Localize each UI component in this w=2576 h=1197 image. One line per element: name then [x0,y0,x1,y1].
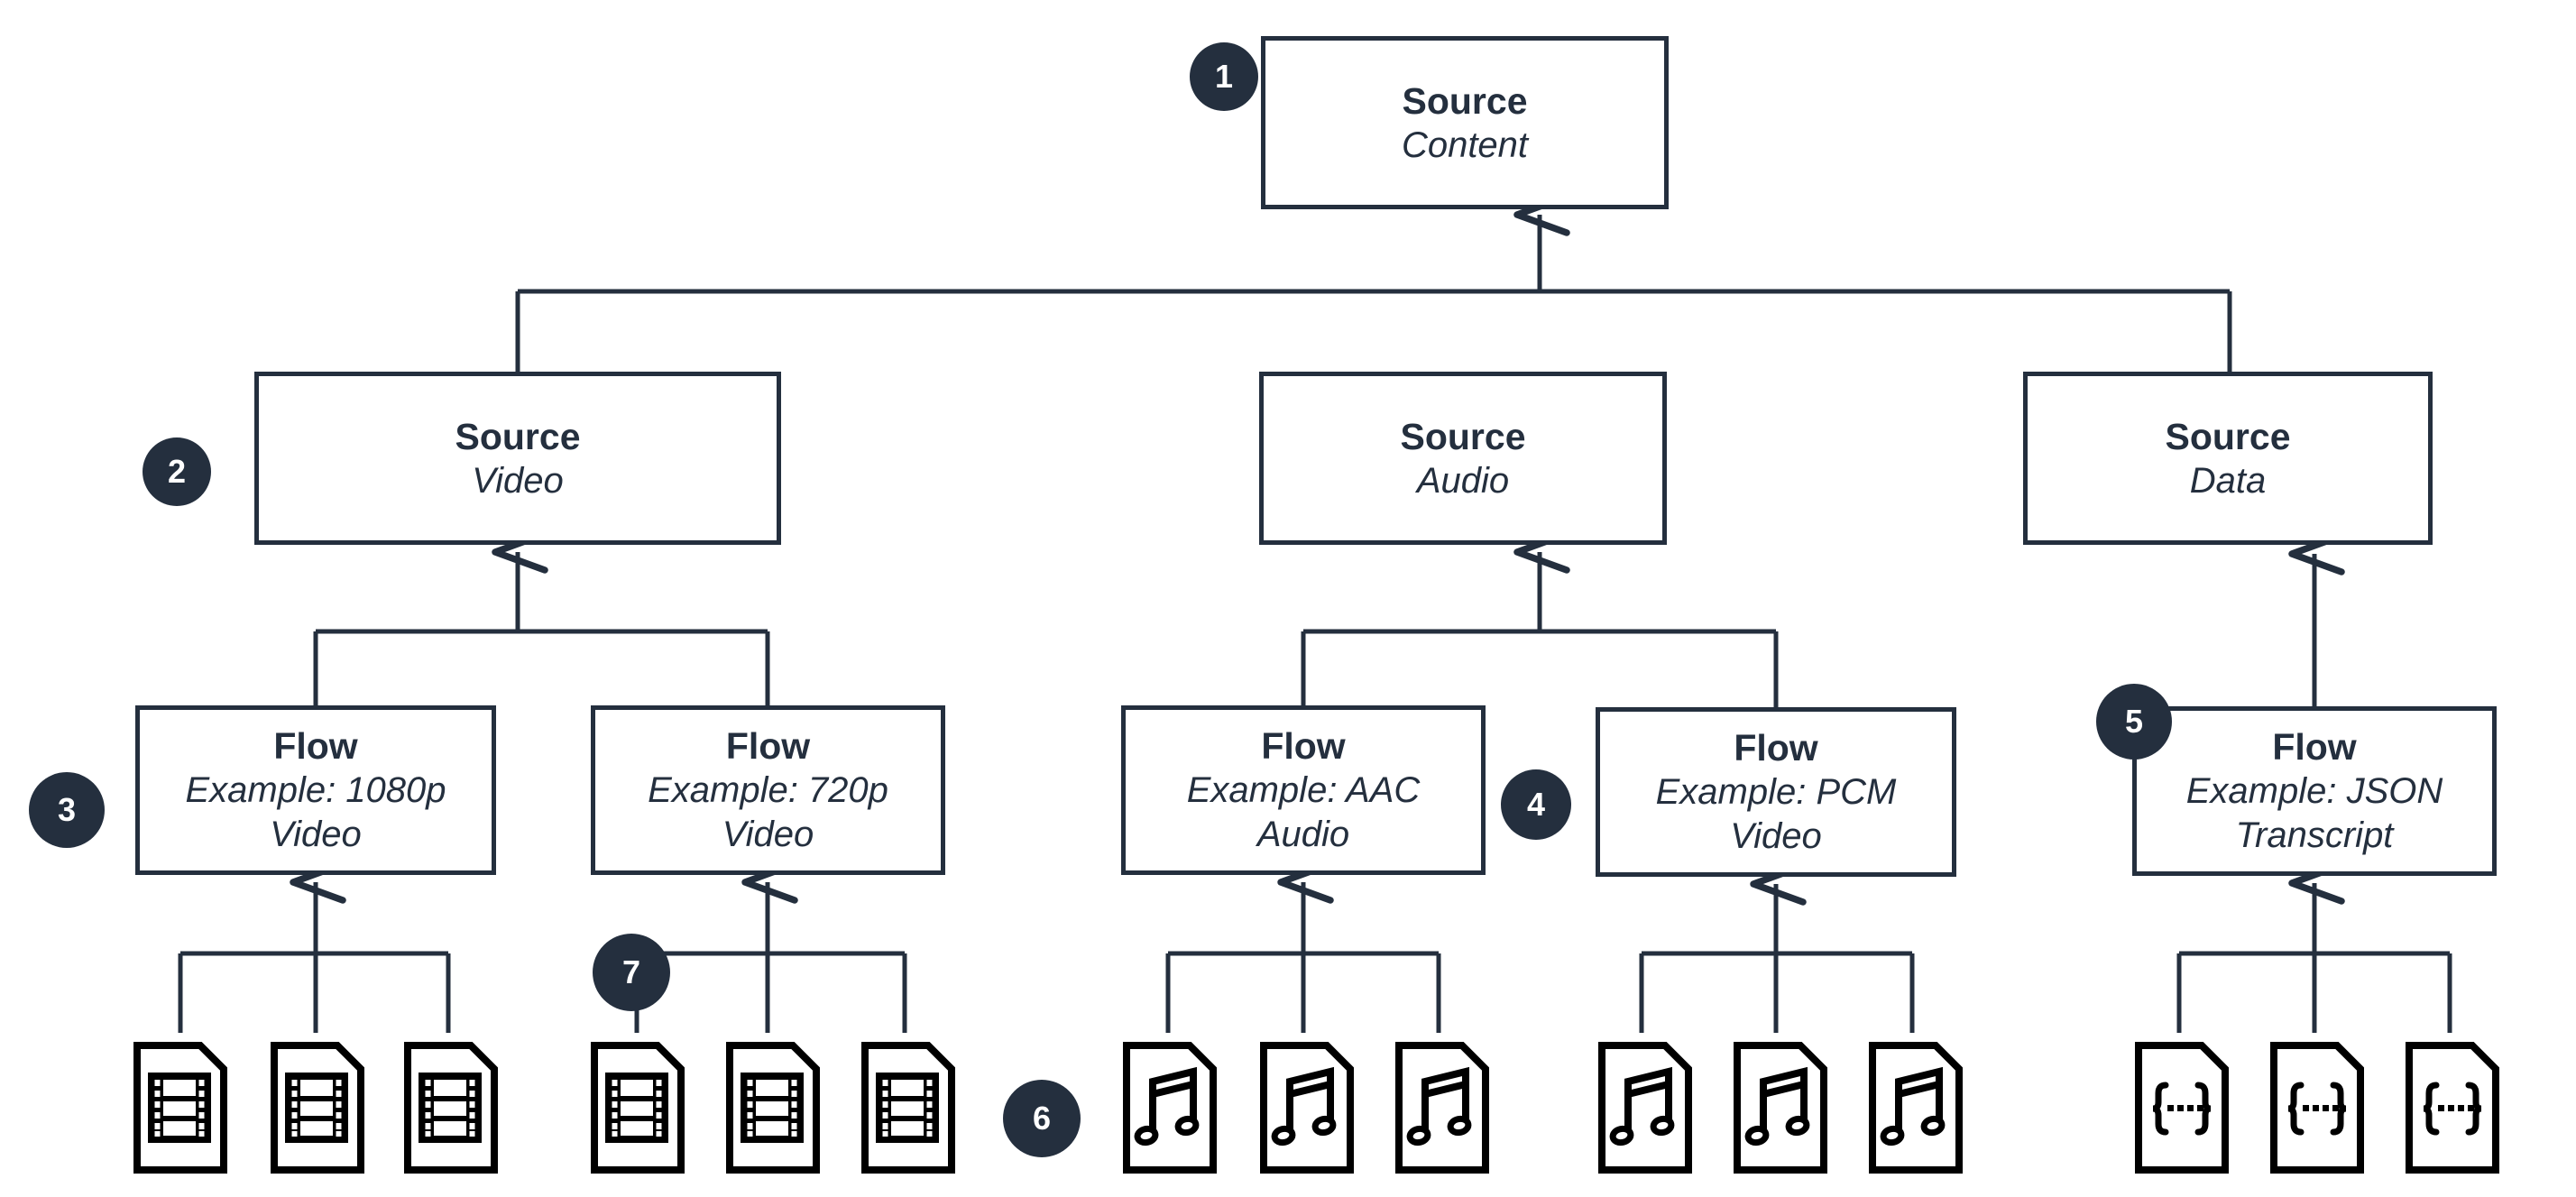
callout-badge-2[interactable]: 2 [143,437,211,506]
music-file-icon[interactable] [1264,1045,1350,1170]
json-file-icon[interactable] [2274,1045,2360,1170]
music-file-icon[interactable] [1399,1045,1486,1170]
node-title: Source [1402,79,1528,122]
music-file-icon[interactable] [1872,1045,1959,1170]
node-title: Flow [2272,726,2357,769]
film-file-icon[interactable] [865,1045,952,1170]
callout-badge-1[interactable]: 1 [1190,42,1258,111]
film-file-icon[interactable] [137,1045,224,1170]
node-subtitle: Data [2189,460,2267,501]
node-source-content[interactable]: Source Content [1261,36,1669,209]
node-title: Source [2165,415,2291,457]
music-file-icon[interactable] [1737,1045,1824,1170]
node-subtitle: Audio [1416,460,1510,501]
node-subtitle: Video [472,460,564,501]
film-file-icon[interactable] [274,1045,361,1170]
json-file-icon[interactable] [2139,1045,2225,1170]
node-title: Flow [725,725,811,768]
node-source-video[interactable]: Source Video [254,372,781,545]
callout-badge-7[interactable]: 7 [593,934,670,1011]
node-title: Source [455,415,581,457]
callout-badge-3[interactable]: 3 [29,772,105,848]
node-title: Flow [1261,725,1346,768]
node-source-data[interactable]: Source Data [2023,372,2433,545]
node-source-audio[interactable]: Source Audio [1259,372,1667,545]
node-title: Flow [273,725,358,768]
music-file-icon[interactable] [1127,1045,1213,1170]
json-file-icon[interactable] [2409,1045,2496,1170]
callout-badge-4[interactable]: 4 [1501,769,1571,840]
node-title: Source [1400,415,1526,457]
node-title: Flow [1734,727,1818,769]
callout-badge-5[interactable]: 5 [2096,684,2172,760]
film-file-icon[interactable] [730,1045,816,1170]
film-file-icon[interactable] [408,1045,494,1170]
node-subtitle: Content [1401,124,1529,165]
music-file-icon[interactable] [1602,1045,1688,1170]
film-file-icon[interactable] [594,1045,681,1170]
callout-badge-6[interactable]: 6 [1003,1080,1081,1157]
